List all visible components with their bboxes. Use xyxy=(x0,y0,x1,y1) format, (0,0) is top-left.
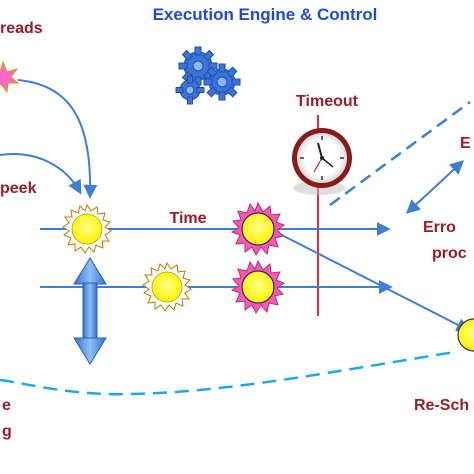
error-handling-arrow xyxy=(405,160,465,214)
reschedule-label: Re-Sch xyxy=(414,397,469,414)
threads-arrow xyxy=(17,79,98,199)
peek-arrow xyxy=(0,153,82,195)
left-edge-label-2: g xyxy=(2,423,12,440)
sun-node-icon xyxy=(230,259,286,315)
gear-cluster-icon xyxy=(175,46,241,105)
right-edge-label: E xyxy=(460,135,471,152)
timeout-dashed-arrow xyxy=(329,100,471,207)
error-label-line1: Erro xyxy=(423,219,456,236)
diagram-title: Execution Engine & Control xyxy=(153,5,378,24)
clock-icon xyxy=(292,128,352,195)
reschedule-dashed-curve xyxy=(0,350,456,396)
threads-label: reads xyxy=(0,20,43,37)
sun-node-icon xyxy=(230,201,286,257)
sun-node-icon xyxy=(457,318,474,352)
vertical-double-arrow xyxy=(73,257,107,365)
starburst-icon xyxy=(0,60,20,94)
left-edge-label-1: e xyxy=(2,397,11,414)
sun-node-icon xyxy=(62,203,112,254)
peek-label: peek xyxy=(0,180,37,197)
error-label-line2: proc xyxy=(432,245,467,262)
reschedule-arrow xyxy=(269,228,471,332)
sun-node-icon xyxy=(142,261,192,312)
time-label: Time xyxy=(169,210,206,227)
timeout-label: Timeout xyxy=(296,93,359,110)
